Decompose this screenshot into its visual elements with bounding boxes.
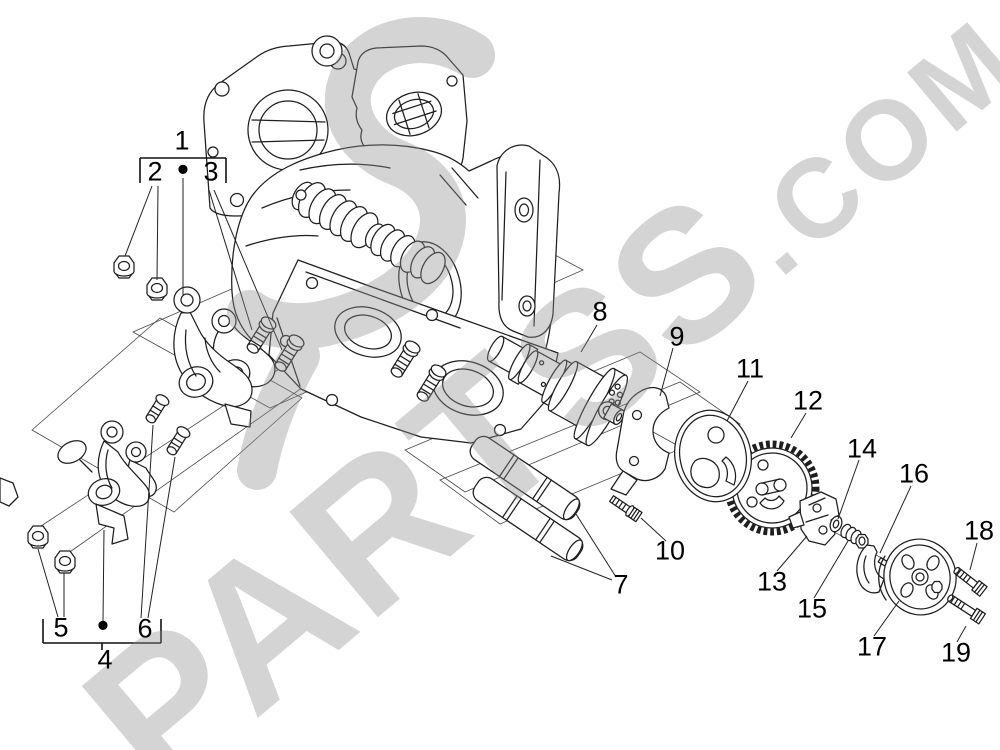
group-brackets [42,157,227,650]
callout-7: 7 [613,569,629,600]
washer [829,515,843,533]
callout-15: 15 [796,593,828,624]
callout-19: 19 [940,637,972,668]
leader-lines [37,178,978,643]
pulley-wheel [878,538,957,616]
flange-nuts [27,255,191,574]
support-pin [472,476,584,562]
callout-12: 12 [792,385,824,416]
adjuster-screws [246,316,447,402]
callout-4: 4 [97,644,113,675]
spring-plunger [840,523,869,549]
support-pin [469,435,581,521]
rocking-lever-assembly-upper [173,286,276,428]
fork-plate [610,386,670,496]
callout-1: 1 [174,125,190,156]
callout-16: 16 [898,458,930,489]
callout-5: 5 [53,612,69,643]
group-bullet-1: • [177,150,189,189]
callout-18: 18 [963,515,995,546]
hex-bolt-19 [947,594,986,625]
callout-11: 11 [735,353,765,384]
callout-2: 2 [147,156,163,187]
end-disc [673,409,753,503]
callout-17: 17 [856,631,888,662]
hex-bolt-18 [953,566,988,597]
screw-10 [608,495,643,523]
camshaft [486,335,628,447]
callout-10: 10 [654,535,686,566]
callout-14: 14 [846,433,878,464]
callout-6: 6 [137,613,153,644]
callout-8: 8 [592,296,608,327]
callout-3: 3 [203,156,219,187]
callout-13: 13 [756,566,788,597]
group-bullet-2: • [97,606,109,645]
callout-9: 9 [669,321,685,352]
rocking-lever-assembly-lower [0,420,157,545]
